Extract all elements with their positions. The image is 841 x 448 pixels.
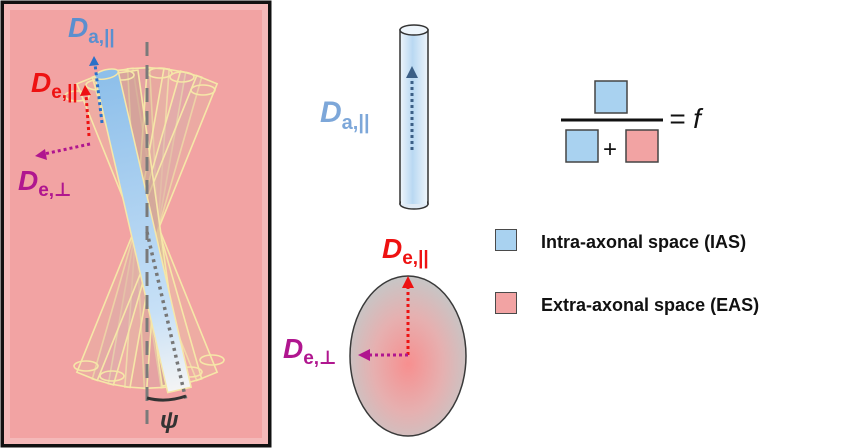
intra-axonal-cylinder	[399, 24, 429, 210]
legend-swatch-eas	[495, 292, 517, 314]
de-perp-arrowhead	[35, 149, 47, 160]
da-parallel-arrowhead	[89, 56, 99, 66]
left-label-da-parallel: Da,||	[68, 12, 115, 48]
volume-fraction-formula: + = f	[561, 80, 704, 163]
eas-parallel-arrowhead	[402, 276, 414, 288]
extra-axonal-ellipsoid	[349, 275, 467, 437]
formula-numerator-ias	[594, 80, 628, 114]
eas-inner-border	[4, 4, 268, 444]
left-label-de-parallel: De,||	[31, 67, 78, 103]
legend-swatch-ias	[495, 229, 517, 251]
formula-denominator-ias	[565, 129, 599, 163]
legend-label-ias: Intra-axonal space (IAS)	[541, 232, 747, 252]
main-axon	[93, 68, 193, 394]
eas-label-de-perp: De,⊥	[283, 333, 336, 369]
de-parallel-arrow	[84, 93, 91, 137]
psi-angle-arc	[146, 394, 187, 402]
de-perp-arrow	[43, 142, 91, 156]
axon-axis-dotted	[145, 231, 188, 401]
left-panel: Da,|| De,|| De,⊥ ψ	[0, 0, 272, 448]
formula-denominator-eas	[625, 129, 659, 163]
eas-label-de-parallel: De,||	[382, 233, 429, 269]
da-parallel-arrow	[93, 63, 104, 124]
psi-label: ψ	[160, 407, 179, 434]
ias-diffusion-arrowhead	[406, 66, 418, 78]
formula-result: = f	[669, 103, 704, 134]
eas-perp-arrowhead	[358, 349, 370, 361]
left-label-de-perp: De,⊥	[18, 165, 71, 201]
formula-plus: +	[603, 136, 617, 163]
de-parallel-arrowhead	[80, 85, 91, 96]
legend-label-eas: Extra-axonal space (EAS)	[541, 295, 760, 315]
ias-label-da-parallel: Da,||	[320, 96, 370, 134]
